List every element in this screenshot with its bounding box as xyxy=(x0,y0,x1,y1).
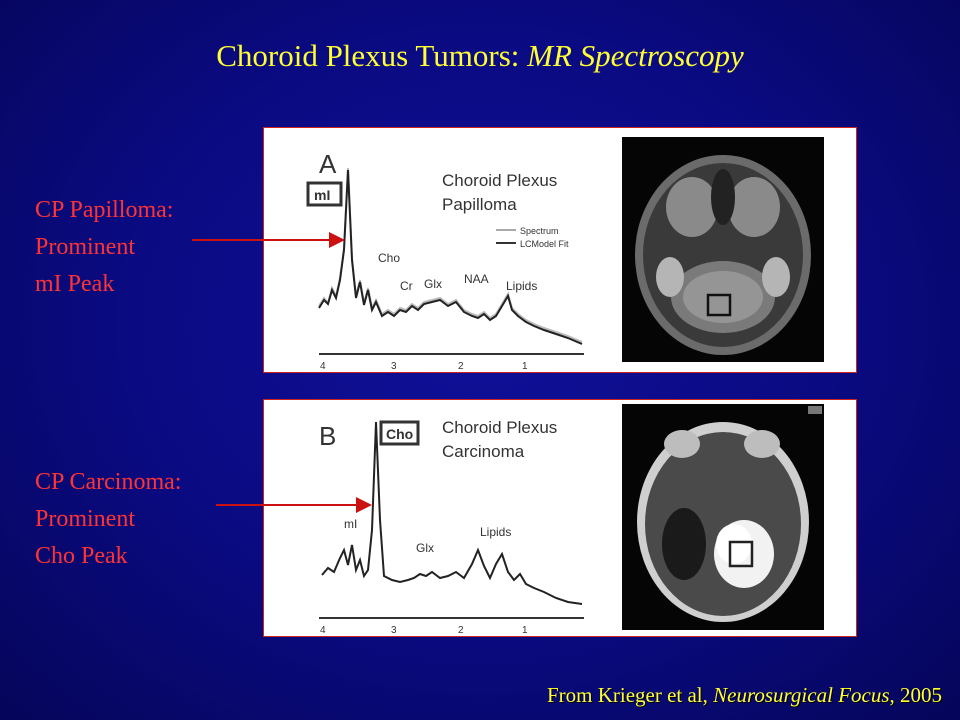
fit-trace-a xyxy=(318,169,583,345)
mi-box-label: mI xyxy=(314,187,330,203)
papilloma-label-line-1: CP Papilloma: xyxy=(35,197,174,223)
peak-label-lipids: Lipids xyxy=(506,279,537,293)
title-italic: MR Spectroscopy xyxy=(527,38,744,73)
spectrum-trace-b xyxy=(321,421,583,605)
mri-image-papilloma xyxy=(622,137,824,362)
papilloma-label: CP Papilloma: Prominent mI Peak xyxy=(35,192,173,303)
carcinoma-label: CP Carcinoma: Prominent Cho Peak xyxy=(35,464,181,575)
credit-prefix: From Krieger et al, xyxy=(546,683,714,707)
panel-b-letter: B xyxy=(319,421,336,451)
panel-a-heading-2: Papilloma xyxy=(442,195,517,214)
mi-box xyxy=(306,181,343,207)
title-main: Choroid Plexus Tumors: xyxy=(216,38,528,73)
carcinoma-label-line-3: Cho Peak xyxy=(35,543,128,569)
peak-label-cr: Cr xyxy=(400,279,413,293)
credit-line: From Krieger et al, Neurosurgical Focus,… xyxy=(547,683,942,708)
legend-spectrum: Spectrum xyxy=(520,226,559,236)
papilloma-label-line-3: mI Peak xyxy=(35,271,115,297)
axis-b-tick-3: 3 xyxy=(391,625,397,636)
credit-journal: Neurosurgical Focus xyxy=(713,683,890,707)
peak-label-mi: mI xyxy=(344,517,357,531)
panel-b-heading-1: Choroid Plexus xyxy=(442,418,557,437)
voxel-box-a xyxy=(706,293,732,317)
axis-b-tick-2: 2 xyxy=(458,625,464,636)
axis-a-tick-4: 4 xyxy=(320,361,326,372)
mri-image-carcinoma xyxy=(622,404,824,630)
figure-carcinoma: B Cho Choroid Plexus Carcinoma mI Glx Li… xyxy=(263,399,857,637)
papilloma-spectrum: A mI Choroid Plexus Papilloma Spectrum L… xyxy=(306,149,584,372)
peak-label-glx-b: Glx xyxy=(416,541,434,555)
axis-a-tick-1: 1 xyxy=(522,361,528,372)
voxel-box-b xyxy=(728,540,754,568)
peak-label-lipids-b: Lipids xyxy=(480,525,511,539)
carcinoma-spectrum: B Cho Choroid Plexus Carcinoma mI Glx Li… xyxy=(319,418,584,636)
carcinoma-label-line-1: CP Carcinoma: xyxy=(35,469,182,495)
cho-box-label: Cho xyxy=(386,426,413,442)
axis-b-tick-4: 4 xyxy=(320,625,326,636)
mri-drawing-a xyxy=(635,155,811,355)
axis-a-tick-2: 2 xyxy=(458,361,464,372)
axis-b-tick-1: 1 xyxy=(522,625,528,636)
peak-label-cho: Cho xyxy=(378,251,400,265)
mri-drawing-b xyxy=(637,406,822,622)
figure-papilloma: A mI Choroid Plexus Papilloma Spectrum L… xyxy=(263,127,857,373)
peak-label-naa: NAA xyxy=(464,272,489,286)
credit-suffix: , 2005 xyxy=(889,683,943,707)
panel-b-heading-2: Carcinoma xyxy=(442,442,525,461)
legend-fit: LCModel Fit xyxy=(520,239,569,249)
peak-label-glx: Glx xyxy=(424,277,442,291)
panel-a-letter: A xyxy=(319,149,337,179)
carcinoma-label-line-2: Prominent xyxy=(35,506,135,532)
panel-a-heading-1: Choroid Plexus xyxy=(442,171,557,190)
papilloma-label-line-2: Prominent xyxy=(35,234,135,260)
axis-a-tick-3: 3 xyxy=(391,361,397,372)
slide-title: Choroid Plexus Tumors: MR Spectroscopy xyxy=(0,38,960,74)
cho-box xyxy=(379,420,420,446)
